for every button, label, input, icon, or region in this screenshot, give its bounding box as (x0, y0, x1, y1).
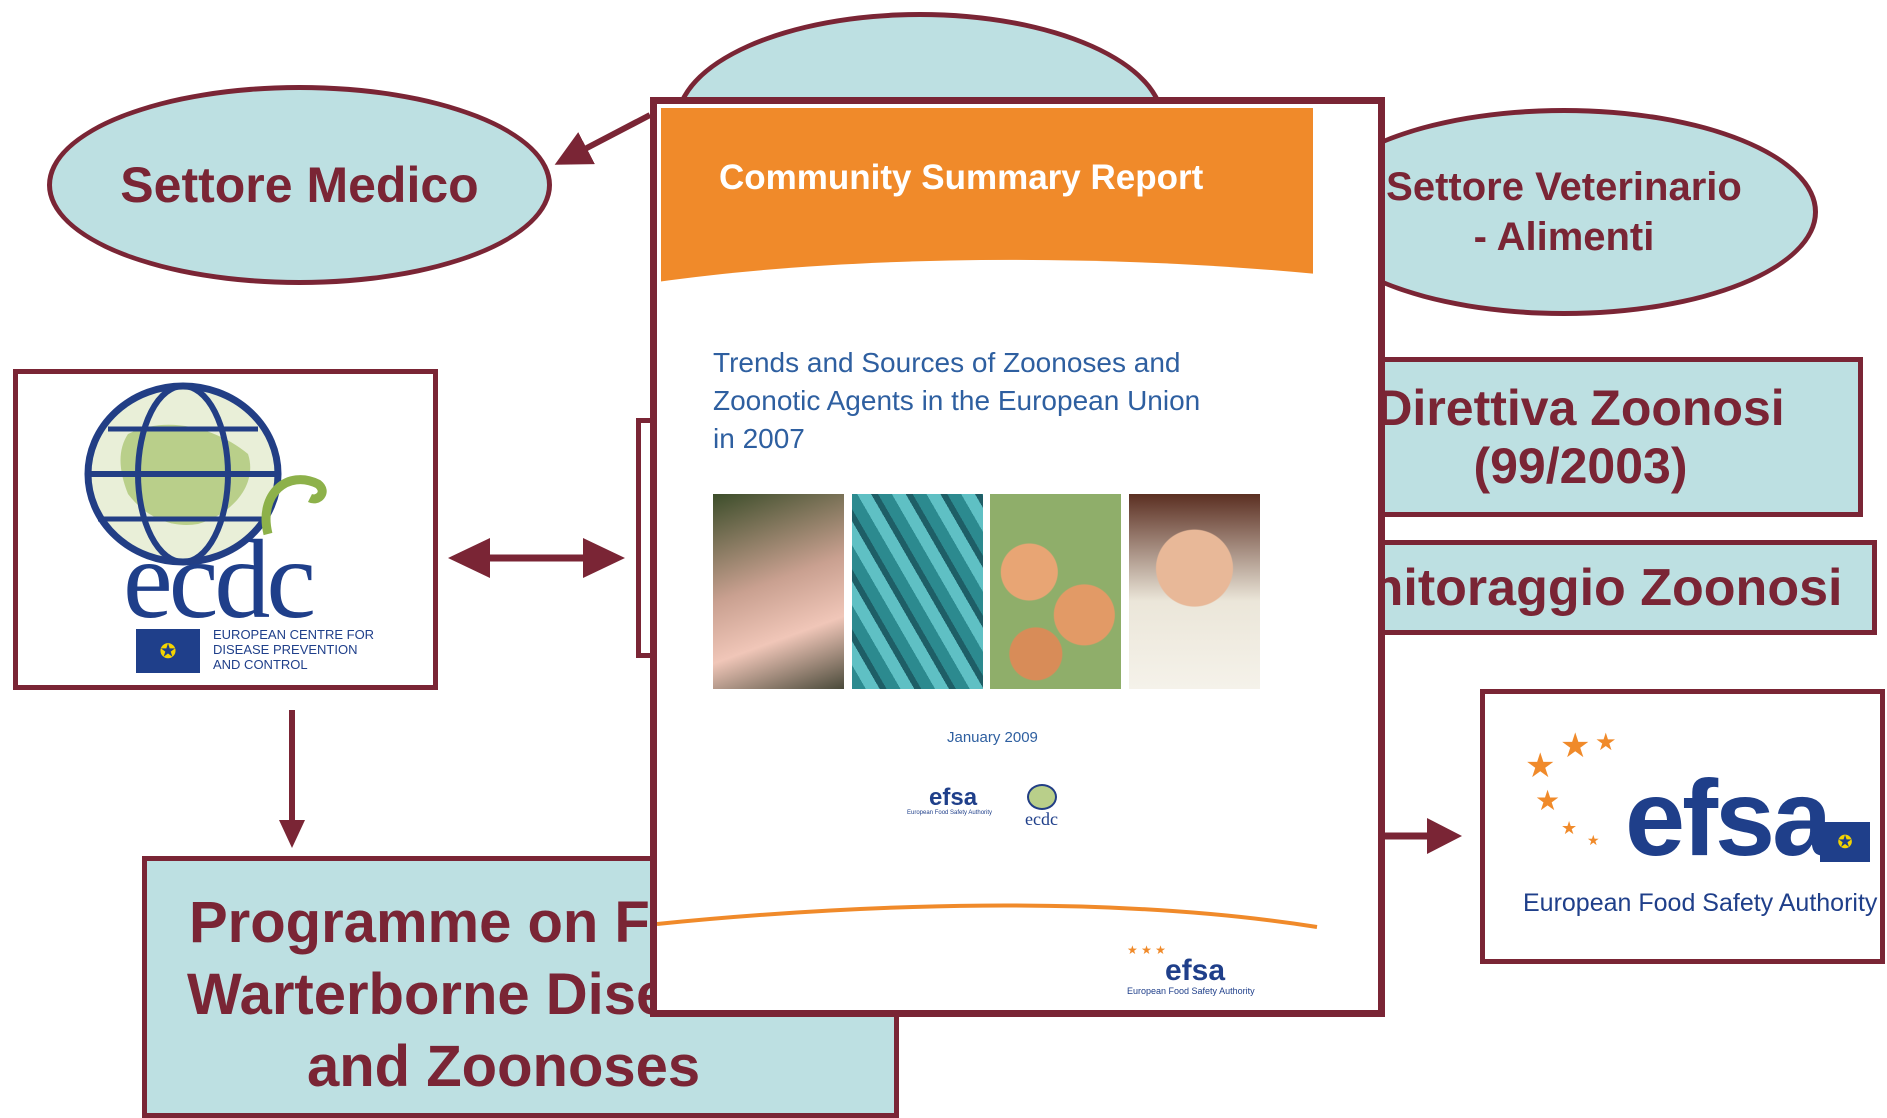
efsa-subtitle: European Food Safety Authority (1523, 889, 1878, 917)
arrow-ecdc-to-programme-head (279, 820, 305, 848)
ecdc-wordmark: ecdc (123, 518, 316, 642)
efsa-eu-flag-icon: ✪ (1820, 822, 1870, 862)
settore-veterinario-line1: Settore Veterinario (1386, 165, 1742, 209)
arrow-ecdc-report-head-left (448, 538, 490, 578)
report-date: January 2009 (947, 729, 1038, 746)
report-banner-title: Community Summary Report (719, 158, 1204, 197)
programme-line3: and Zoonoses (307, 1034, 701, 1099)
direttiva-line1: Direttiva Zoonosi (1376, 380, 1785, 436)
report-banner-curve (657, 259, 1318, 929)
report-cover: Community Summary Report Trends and Sour… (650, 97, 1385, 1017)
efsa-stars-icon: ★ ★ ★ ★ ★ ★ (1525, 727, 1617, 848)
direttiva-line2: (99/2003) (1473, 438, 1688, 494)
settore-medico-node: Settore Medico (47, 85, 552, 285)
settore-veterinario-node: Settore Veterinario - Alimenti (1310, 108, 1818, 316)
footer-stars-icon: ★ ★ ★ (1127, 943, 1166, 957)
small-globe-icon (1027, 784, 1057, 810)
efsa-wordmark: efsa (1625, 757, 1832, 878)
pig-photo (713, 494, 844, 689)
eu-flag-icon: ✪ (136, 629, 200, 673)
settore-medico-label: Settore Medico (120, 157, 479, 213)
settore-veterinario-line2: - Alimenti (1473, 215, 1655, 259)
arrow-report-efsa-head-right (1427, 818, 1462, 854)
report-footer-efsa-logo: ★ ★ ★ efsa European Food Safety Authorit… (1127, 943, 1255, 996)
monitoraggio-label: Monitoraggio Zoonosi (1296, 558, 1843, 617)
ecdc-subtitle: EUROPEAN CENTRE FOR DISEASE PREVENTION A… (213, 627, 375, 672)
bacteria-photo (852, 494, 983, 689)
arrow-ecdc-report-head-right (583, 538, 625, 578)
report-title: Trends and Sources of Zoonoses and Zoono… (713, 347, 1201, 454)
woman-photo (1129, 494, 1260, 689)
eggs-photo (990, 494, 1121, 689)
report-banner: Community Summary Report (661, 108, 1313, 288)
report-small-ecdc-logo: ecdc (1025, 784, 1058, 828)
report-small-efsa-logo: efsa European Food Safety Authority (907, 784, 993, 817)
ecdc-globe-icon (84, 382, 327, 566)
efsa-logo-box: ★ ★ ★ ★ ★ ★ efsa ✪ European Food Safety … (1480, 689, 1885, 964)
arrow-to-settore-medico (554, 112, 652, 165)
ecdc-logo-box: ecdc ✪ EUROPEAN CENTRE FOR DISEASE PREVE… (13, 369, 438, 690)
